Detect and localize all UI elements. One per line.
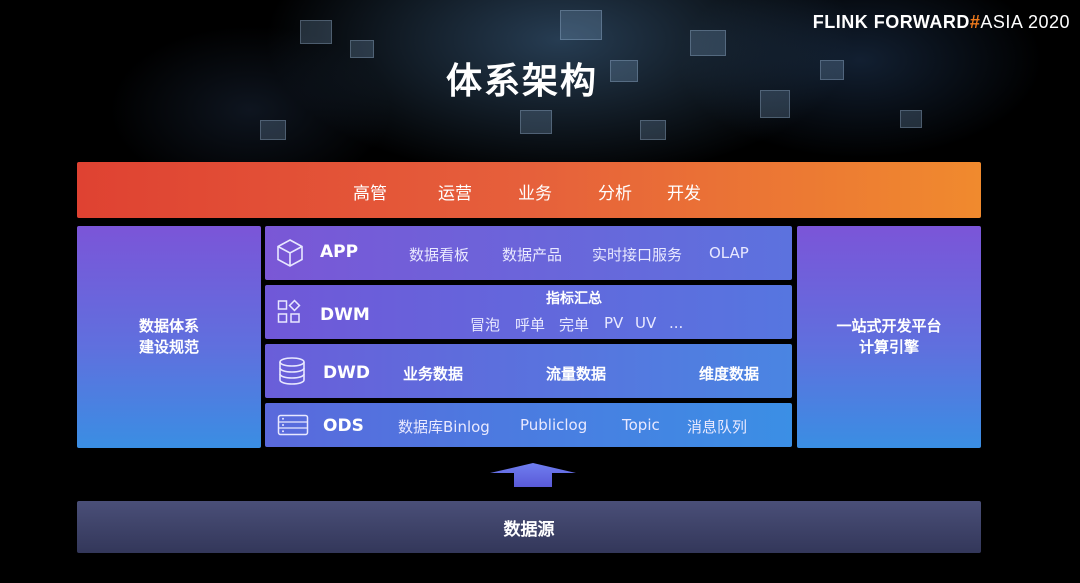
layer-item: Topic <box>622 416 660 434</box>
brand-logo: FLINK FORWARD#ASIA 2020 <box>813 12 1070 33</box>
audience-item: 分析 <box>598 184 632 204</box>
database-icon <box>279 357 305 385</box>
audience-item: 高管 <box>353 184 387 204</box>
layer-item: 消息队列 <box>687 418 748 436</box>
layer-name: DWD <box>323 363 370 383</box>
layer-dwd: DWD 业务数据 流量数据 维度数据 <box>265 344 792 398</box>
layer-app: APP 数据看板 数据产品 实时接口服务 OLAP <box>265 226 792 280</box>
up-arrow-icon <box>490 463 576 487</box>
layer-item: OLAP <box>709 244 749 262</box>
right-panel-line2: 计算引擎 <box>858 338 919 356</box>
layer-item: 数据产品 <box>502 246 563 264</box>
layer-heading: 指标汇总 <box>546 291 602 307</box>
layer-dwm: DWM 指标汇总 冒泡 呼单 完单 PV UV ... <box>265 285 792 339</box>
page-title: 体系架构 <box>446 61 599 102</box>
audience-item: 运营 <box>438 184 472 204</box>
layer-item: UV <box>635 314 657 332</box>
layer-ods: ODS 数据库Binlog Publiclog Topic 消息队列 <box>265 403 792 447</box>
audience-bar: 高管 运营 业务 分析 开发 <box>77 162 981 218</box>
layer-item: 数据看板 <box>409 246 470 264</box>
left-panel: 数据体系 建设规范 <box>77 226 261 448</box>
brand-name: FLINK FORWARD <box>812 12 970 32</box>
grid-icon <box>277 299 301 323</box>
layer-item: 流量数据 <box>546 365 607 383</box>
layer-item: 业务数据 <box>403 365 464 383</box>
layer-name: DWM <box>320 305 370 325</box>
brand-hash: # <box>969 12 981 32</box>
layer-item: PV <box>604 314 624 332</box>
layer-item: 维度数据 <box>699 365 760 383</box>
layer-item: 呼单 <box>515 316 546 334</box>
layer-item: 冒泡 <box>470 316 501 334</box>
brand-event: ASIA 2020 <box>980 12 1070 32</box>
right-panel: 一站式开发平台 计算引擎 <box>797 226 981 448</box>
left-panel-line1: 数据体系 <box>138 317 199 335</box>
audience-item: 开发 <box>667 184 701 204</box>
layer-name: APP <box>320 242 359 262</box>
layer-item: 数据库Binlog <box>398 418 490 436</box>
data-source-label: 数据源 <box>503 519 555 540</box>
layer-item: Publiclog <box>520 416 588 434</box>
data-source-bar: 数据源 <box>77 501 981 553</box>
left-panel-line2: 建设规范 <box>138 338 199 356</box>
layer-name: ODS <box>323 416 364 436</box>
cube-icon <box>277 239 303 267</box>
layer-item: 实时接口服务 <box>592 246 683 264</box>
layer-item: 完单 <box>559 316 590 334</box>
layer-item: ... <box>669 314 684 332</box>
server-icon <box>277 414 309 436</box>
right-panel-line1: 一站式开发平台 <box>836 317 942 335</box>
audience-item: 业务 <box>518 184 552 204</box>
